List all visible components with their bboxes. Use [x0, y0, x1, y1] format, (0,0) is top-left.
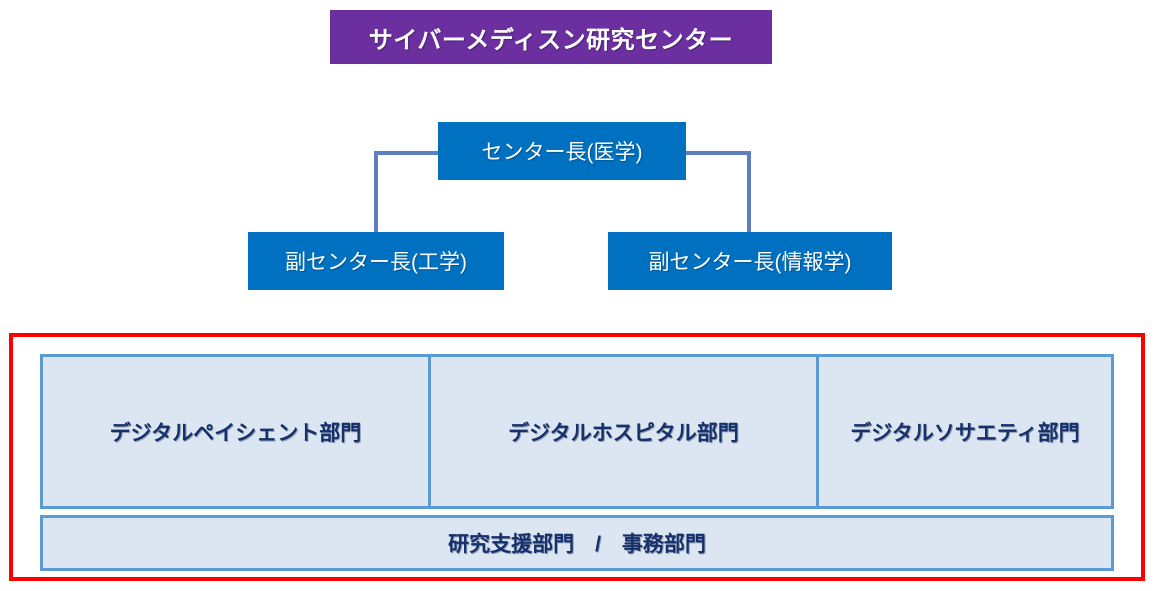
org-box-deputy-informatics: 副センター長(情報学): [608, 232, 892, 290]
department-box-digital-patient: デジタルペイシェント部門: [40, 354, 431, 509]
departments-highlight-frame: [9, 333, 1145, 581]
center-title-banner: サイバーメディスン研究センター: [330, 10, 772, 64]
connector-line-director-to-deputy-engineering-vertical: [374, 151, 378, 235]
center-title-text: サイバーメディスン研究センター: [368, 26, 734, 54]
org-box-director-label: センター長(医学): [481, 141, 643, 164]
department-box-digital-hospital: デジタルホスピタル部門: [428, 354, 819, 509]
org-box-deputy-engineering: 副センター長(工学): [248, 232, 504, 290]
department-label-digital-hospital: デジタルホスピタル部門: [508, 421, 739, 445]
department-box-research-support-and-administration: 研究支援部門 / 事務部門: [40, 515, 1114, 571]
connector-line-director-to-deputy-informatics-vertical: [747, 151, 751, 235]
connector-line-director-to-deputy-informatics-horizontal: [684, 151, 750, 155]
department-label-research-support-and-administration: 研究支援部門 / 事務部門: [448, 533, 706, 556]
org-box-deputy-engineering-label: 副センター長(工学): [285, 251, 467, 274]
org-box-director: センター長(医学): [438, 122, 686, 180]
department-label-digital-patient: デジタルペイシェント部門: [109, 421, 362, 445]
connector-line-director-to-deputy-engineering-horizontal: [375, 151, 441, 155]
department-label-digital-society: デジタルソサエティ部門: [850, 421, 1080, 445]
org-box-deputy-informatics-label: 副センター長(情報学): [648, 251, 852, 274]
department-box-digital-society: デジタルソサエティ部門: [816, 354, 1114, 509]
